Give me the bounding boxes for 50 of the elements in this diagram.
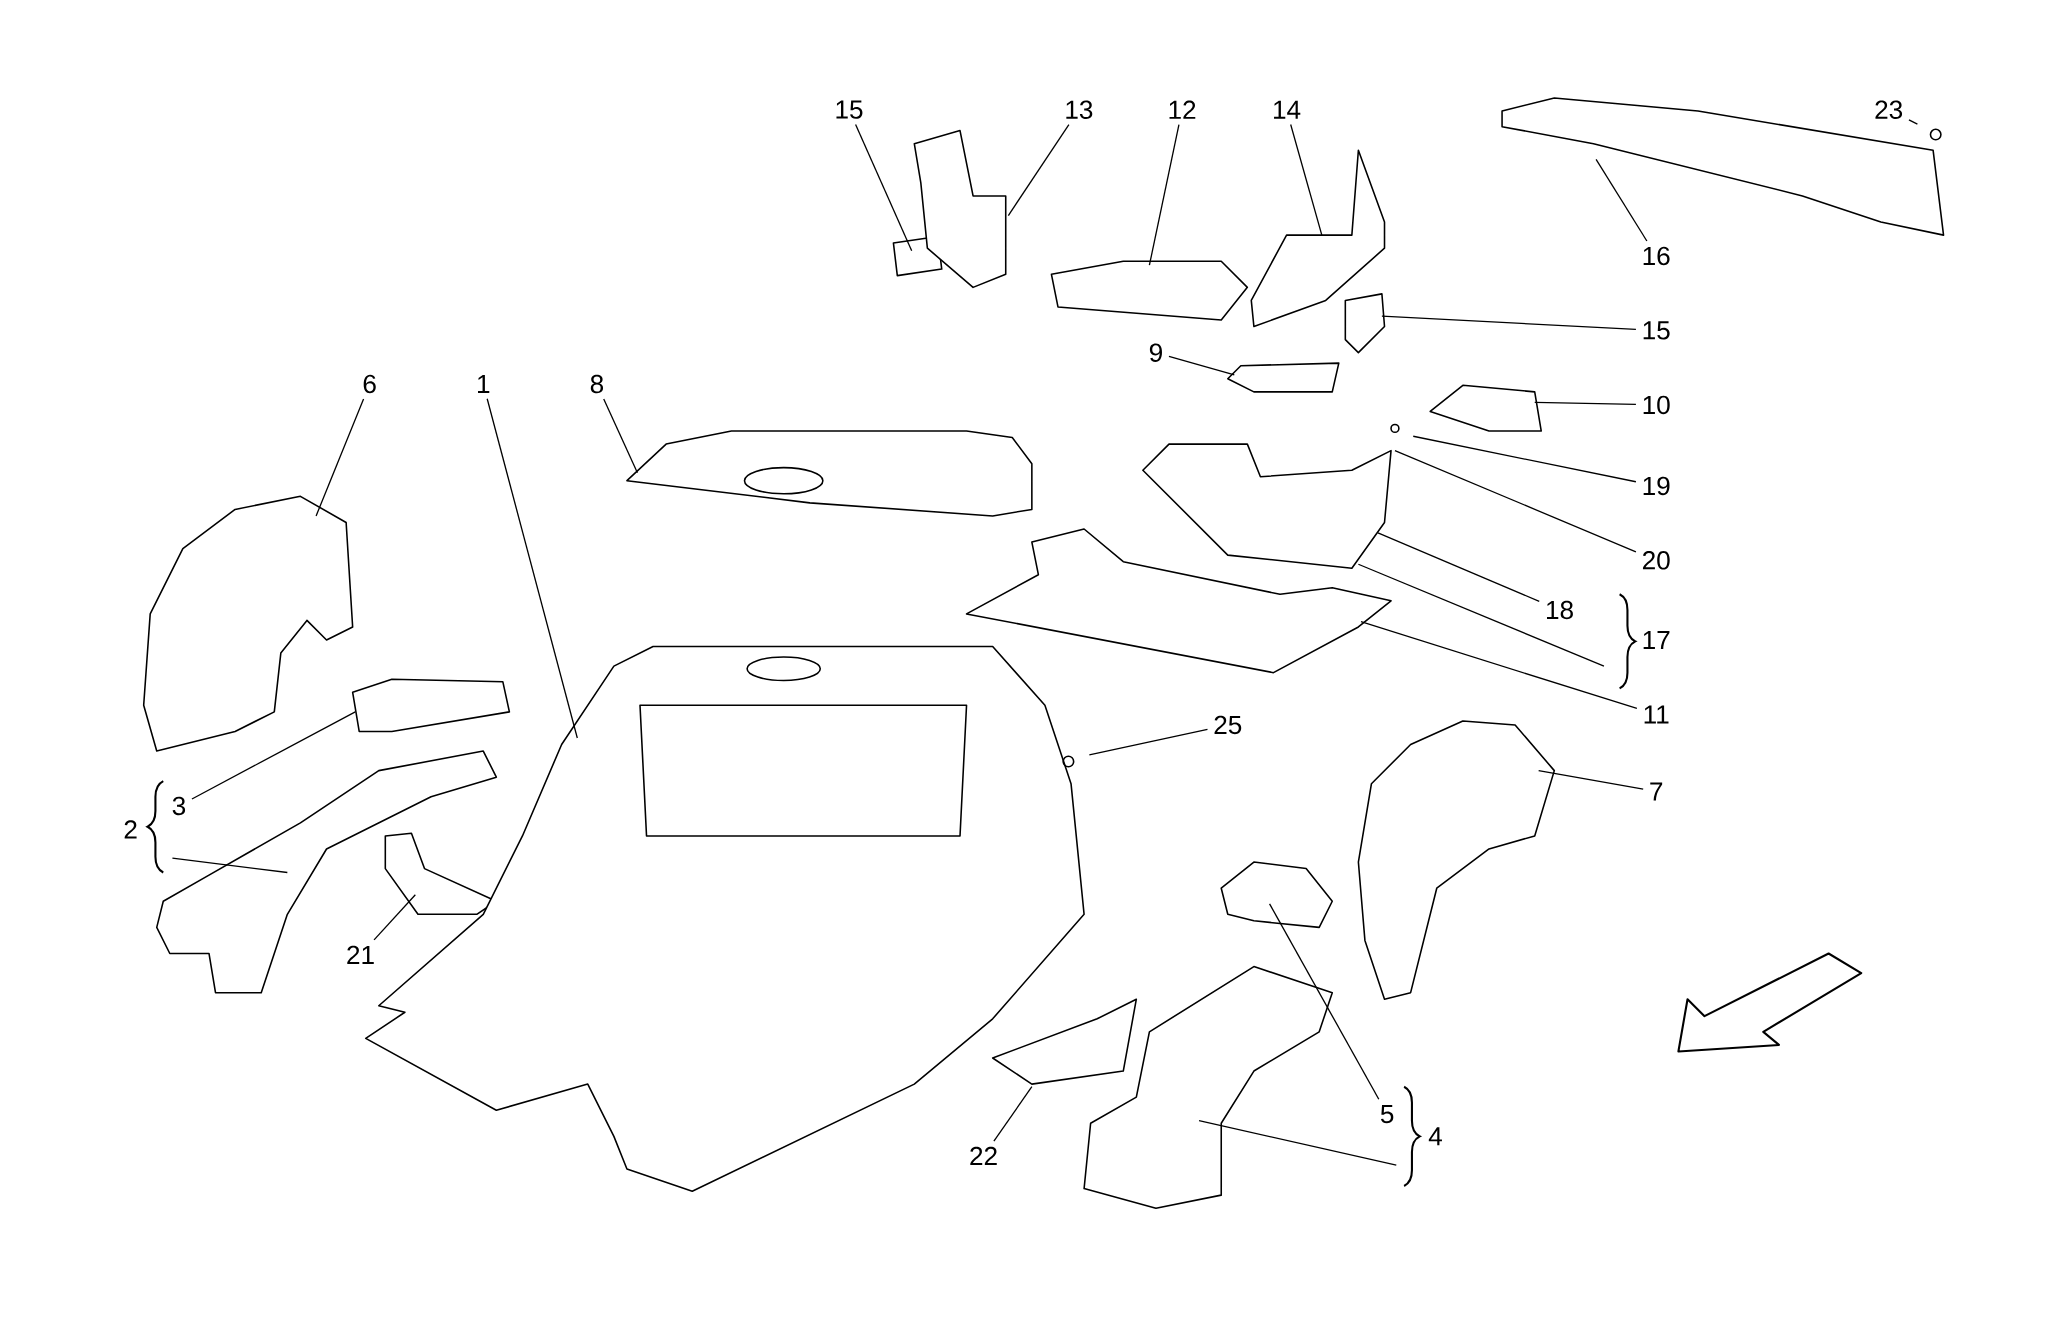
callout-number: 12 [1169,100,1196,120]
leader-line [171,857,288,874]
callout-number: 11 [1644,705,1669,724]
leader-line [1198,1120,1397,1166]
callout-number: 14 [1274,100,1301,119]
leader-line [191,711,356,800]
leader-line [1381,315,1637,331]
leader-line [1007,124,1070,217]
leader-line [315,398,365,517]
leader-line [993,1086,1033,1142]
leader-line [603,398,639,474]
leader-line [1168,355,1235,376]
leader-line [1908,119,1919,125]
leader-line [1357,563,1605,667]
leader-line [1148,124,1180,266]
leader-line [1360,621,1638,710]
callout-number: 10 [1643,395,1670,415]
callout-number: 9 [1149,343,1162,363]
callout-number: 8 [590,375,604,394]
callout-number: 16 [1643,247,1670,266]
callout-number: 3 [172,796,186,816]
callout-number: 13 [1066,100,1093,120]
callout-number: 7 [1650,782,1663,801]
leader-line [1377,532,1540,603]
leader-line [486,398,578,739]
callout-number: 22 [970,1147,997,1166]
callout-number: 2 [124,820,137,839]
callout-number: 6 [363,375,376,394]
callout-number: 17 [1643,631,1670,650]
leader-line [1290,124,1323,236]
callout-number: 19 [1643,476,1670,496]
leader-line [1088,728,1209,756]
leader-line [1268,903,1380,1101]
callout-number: 21 [347,945,374,965]
leader-line [1595,158,1648,242]
callout-number: 5 [1380,1105,1394,1124]
leader-line [1534,401,1637,406]
callout-number: 1 [478,375,490,394]
callout-number: 23 [1875,100,1903,120]
leader-line [854,124,913,252]
leader-line [373,894,416,941]
callout-number: 25 [1214,715,1242,735]
leader-line [1394,450,1637,553]
callout-number: 20 [1642,551,1670,570]
callout-number: 4 [1428,1127,1442,1146]
leader-line [1412,435,1637,483]
callout-number: 18 [1547,600,1573,620]
leader-line [1538,770,1644,791]
callout-number: 15 [1643,321,1670,340]
callout-number: 15 [836,100,863,120]
